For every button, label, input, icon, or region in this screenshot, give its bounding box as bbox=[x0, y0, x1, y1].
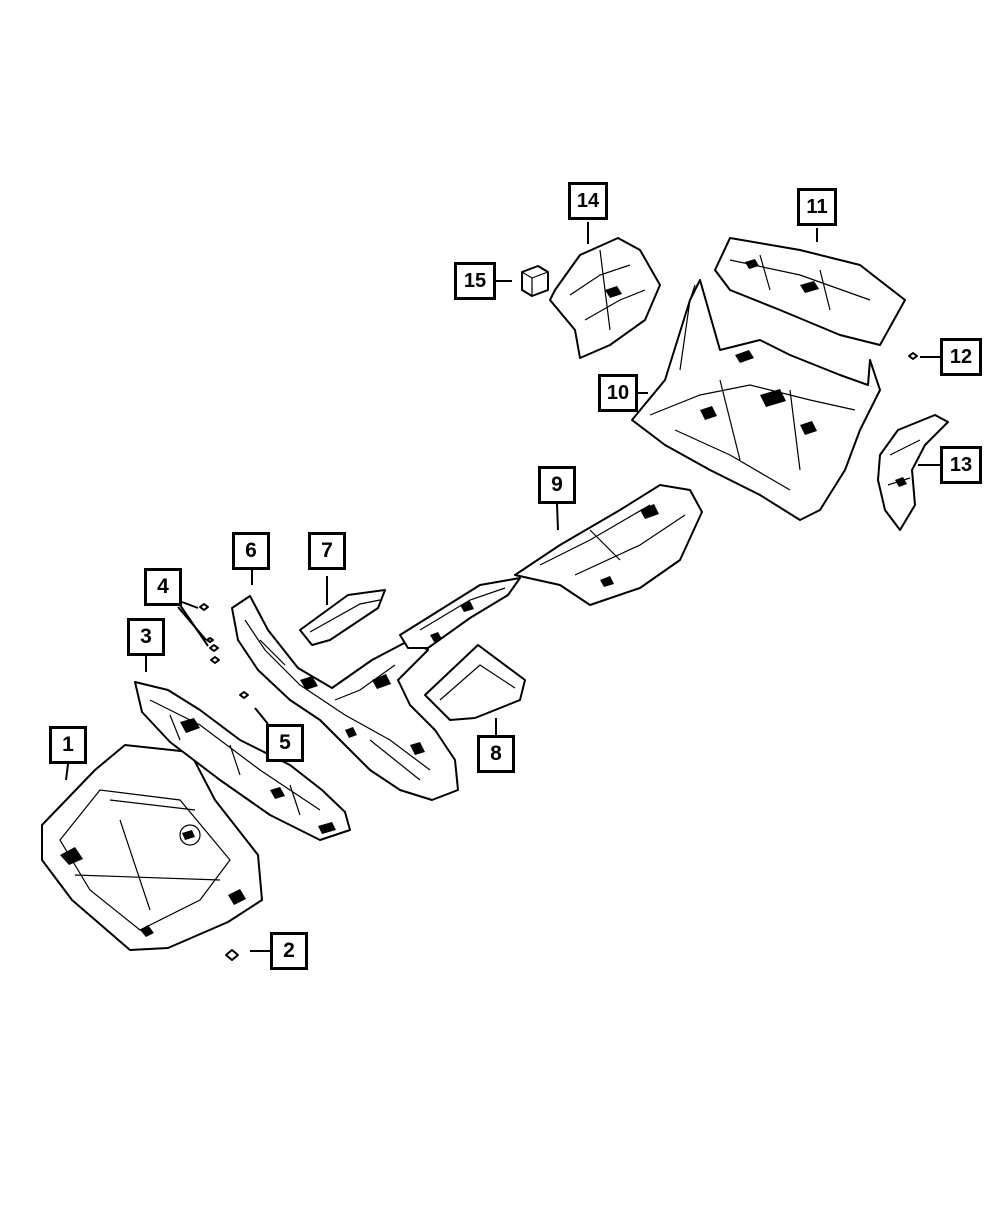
part-8-floor-pad bbox=[424, 644, 526, 721]
callout-3: 3 bbox=[127, 618, 165, 656]
callout-5: 5 bbox=[266, 724, 304, 762]
part-2-clip bbox=[225, 949, 239, 961]
part-7-tunnel-pad bbox=[299, 589, 386, 646]
part-9-rear-tunnel-silencer bbox=[514, 484, 703, 606]
leader-1 bbox=[65, 763, 69, 781]
part-14-quarter-silencer bbox=[549, 237, 661, 359]
callout-14: 14 bbox=[568, 182, 608, 220]
callout-15: 15 bbox=[454, 262, 496, 300]
part-4-push-pins bbox=[199, 603, 220, 664]
callout-11: 11 bbox=[797, 188, 837, 226]
callout-12: 12 bbox=[940, 338, 982, 376]
callout-13: 13 bbox=[940, 446, 982, 484]
leader-9 bbox=[556, 503, 559, 531]
leader-4a bbox=[181, 601, 199, 609]
callout-4: 4 bbox=[144, 568, 182, 606]
leader-4c bbox=[177, 606, 207, 641]
part-6-center-silencer bbox=[231, 595, 459, 801]
callout-7: 7 bbox=[308, 532, 346, 570]
callout-9: 9 bbox=[538, 466, 576, 504]
part-12-clip bbox=[908, 352, 918, 360]
part-3-dash-insulator bbox=[134, 681, 351, 841]
part-1-front-floor-pad bbox=[41, 744, 263, 951]
part-tunnel-middle-segment bbox=[399, 577, 521, 649]
callout-6: 6 bbox=[232, 532, 270, 570]
part-5-clip bbox=[239, 691, 249, 699]
leader-5 bbox=[254, 707, 269, 725]
leader-lines bbox=[65, 222, 940, 952]
callout-8: 8 bbox=[477, 735, 515, 773]
part-10-rear-floor-silencer bbox=[631, 279, 881, 521]
part-11-package-tray-silencer bbox=[714, 237, 906, 346]
callout-2: 2 bbox=[270, 932, 308, 970]
part-13-wheelhouse-silencer bbox=[877, 414, 949, 531]
callout-1: 1 bbox=[49, 726, 87, 764]
part-15-spacer-block bbox=[521, 265, 549, 297]
callout-10: 10 bbox=[598, 374, 638, 412]
